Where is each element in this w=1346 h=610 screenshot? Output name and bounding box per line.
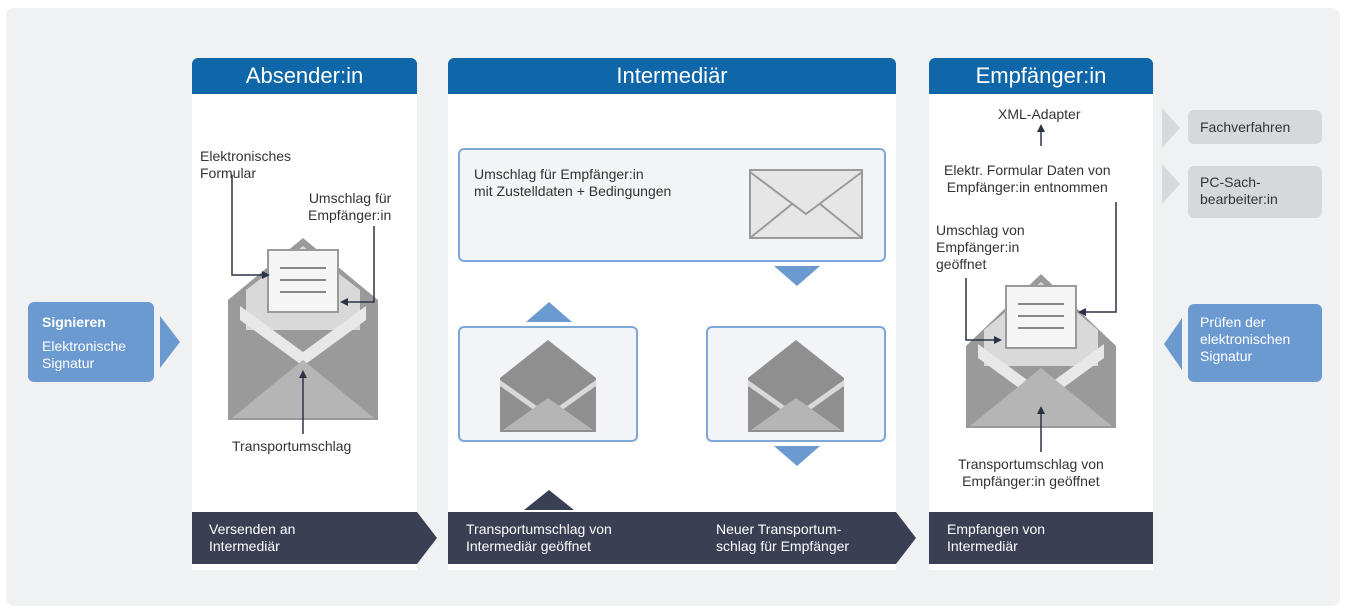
envelope-label: Umschlag für Empfänger:in bbox=[308, 190, 392, 223]
fachverfahren-box: Fachverfahren bbox=[1188, 110, 1322, 144]
sign-panel: Signieren Elektronische Signatur bbox=[28, 302, 154, 382]
footer-step-1: Versenden an Intermediär bbox=[192, 512, 417, 564]
sender-header: Absender:in bbox=[192, 58, 417, 94]
verify-label: Prüfen der elektronischen Signatur bbox=[1200, 314, 1291, 364]
footer-step-1-label: Versenden an Intermediär bbox=[209, 521, 296, 554]
transport-opened-label: Transportumschlag von Empfänger:in geöff… bbox=[958, 456, 1104, 489]
recipient-envelope-box-label: Umschlag für Empfänger:in mit Zustelldat… bbox=[474, 166, 672, 199]
footer-step-3-label: Neuer Transportum- schlag für Empfänger bbox=[716, 521, 850, 554]
footer-step-2-label: Transportumschlag von Intermediär geöffn… bbox=[466, 521, 612, 554]
open-envelope-icon-right bbox=[748, 340, 844, 432]
down-arrow-icon bbox=[774, 266, 820, 286]
xml-adapter-label: XML-Adapter bbox=[998, 106, 1081, 122]
footer-chevron-icon-2 bbox=[896, 512, 916, 564]
sign-subtitle: Elektronische Signatur bbox=[42, 338, 127, 371]
recipient-header: Empfänger:in bbox=[929, 58, 1153, 94]
envelope-opened-label: Umschlag von Empfänger:in geöffnet bbox=[936, 222, 1025, 272]
pc-chevron-icon bbox=[1162, 164, 1180, 204]
up-arrow-icon bbox=[526, 302, 572, 322]
transport-label: Transportumschlag bbox=[232, 438, 352, 454]
pc-box: PC-Sach- bearbeiter:in bbox=[1188, 166, 1322, 218]
intermediary-column: Intermediär bbox=[448, 58, 896, 570]
form-data-label: Elektr. Formular Daten von Empfänger:in … bbox=[944, 162, 1111, 195]
footer-step-4-label: Empfangen von Intermediär bbox=[947, 521, 1046, 554]
down-arrow-icon-2 bbox=[774, 446, 820, 466]
verify-arrow-icon bbox=[1164, 318, 1182, 370]
closed-envelope-icon bbox=[749, 169, 863, 239]
open-envelope-icon-left bbox=[500, 340, 596, 432]
fachverfahren-label: Fachverfahren bbox=[1200, 119, 1291, 135]
footer-chevron-icon-1 bbox=[417, 512, 437, 564]
verify-panel: Prüfen der elektronischen Signatur bbox=[1188, 304, 1322, 382]
dark-up-arrow-icon bbox=[524, 490, 574, 510]
pc-label: PC-Sach- bearbeiter:in bbox=[1200, 174, 1278, 207]
footer-step-2-3: Transportumschlag von Intermediär geöffn… bbox=[448, 512, 896, 564]
form-label: Elektronisches Formular bbox=[200, 148, 292, 181]
intermediary-header: Intermediär bbox=[448, 58, 896, 94]
fachverfahren-chevron-icon bbox=[1162, 108, 1180, 148]
footer-step-4: Empfangen von Intermediär bbox=[929, 512, 1153, 564]
sign-title: Signieren bbox=[42, 314, 106, 330]
